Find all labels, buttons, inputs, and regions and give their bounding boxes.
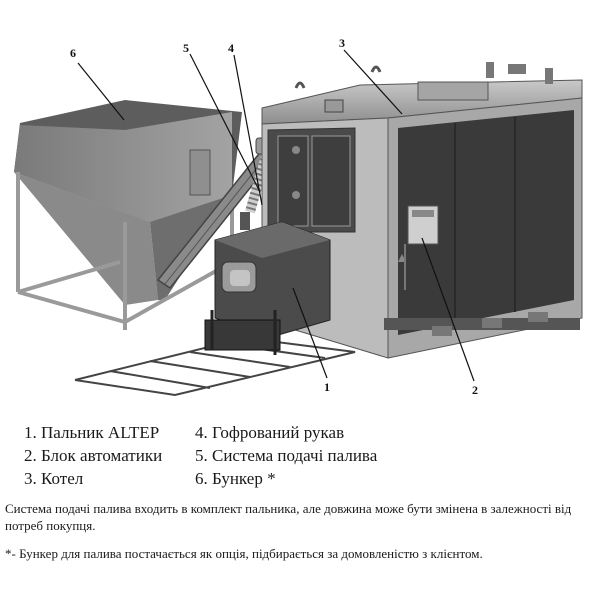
hopper-frame xyxy=(16,172,234,330)
note-hopper-option: *- Бункер для палива постачається як опц… xyxy=(5,546,483,561)
legend-item-burner: 1. Пальник ALTEP xyxy=(24,423,160,442)
boiler-assembly-diagram: 6 5 4 3 2 1 xyxy=(14,36,583,397)
callout-5: 5 xyxy=(183,41,189,55)
legend-column-right: 4. Гофрований рукав 5. Система подачі па… xyxy=(195,421,377,490)
legend-column-left: 1. Пальник ALTEP 2. Блок автоматики 3. К… xyxy=(24,421,162,490)
callout-1: 1 xyxy=(324,380,330,394)
legend-item-hopper: 6. Бункер * xyxy=(195,469,276,488)
legend-item-boiler: 3. Котел xyxy=(24,469,84,488)
leader-lines xyxy=(77,49,475,382)
control-unit xyxy=(398,205,439,290)
legend-item-fuel-feed-system: 5. Система подачі палива xyxy=(195,446,378,465)
legend-item-control-unit: 2. Блок автоматики xyxy=(24,446,163,465)
hopper xyxy=(14,100,242,330)
callout-3: 3 xyxy=(339,36,345,50)
callout-6: 6 xyxy=(70,46,76,60)
callout-4: 4 xyxy=(228,41,234,55)
note-fuel-supply: Система подачі палива входить в комплект… xyxy=(5,501,572,533)
callout-2: 2 xyxy=(472,383,478,397)
legend-item-corrugated-hose: 4. Гофрований рукав xyxy=(195,423,345,442)
